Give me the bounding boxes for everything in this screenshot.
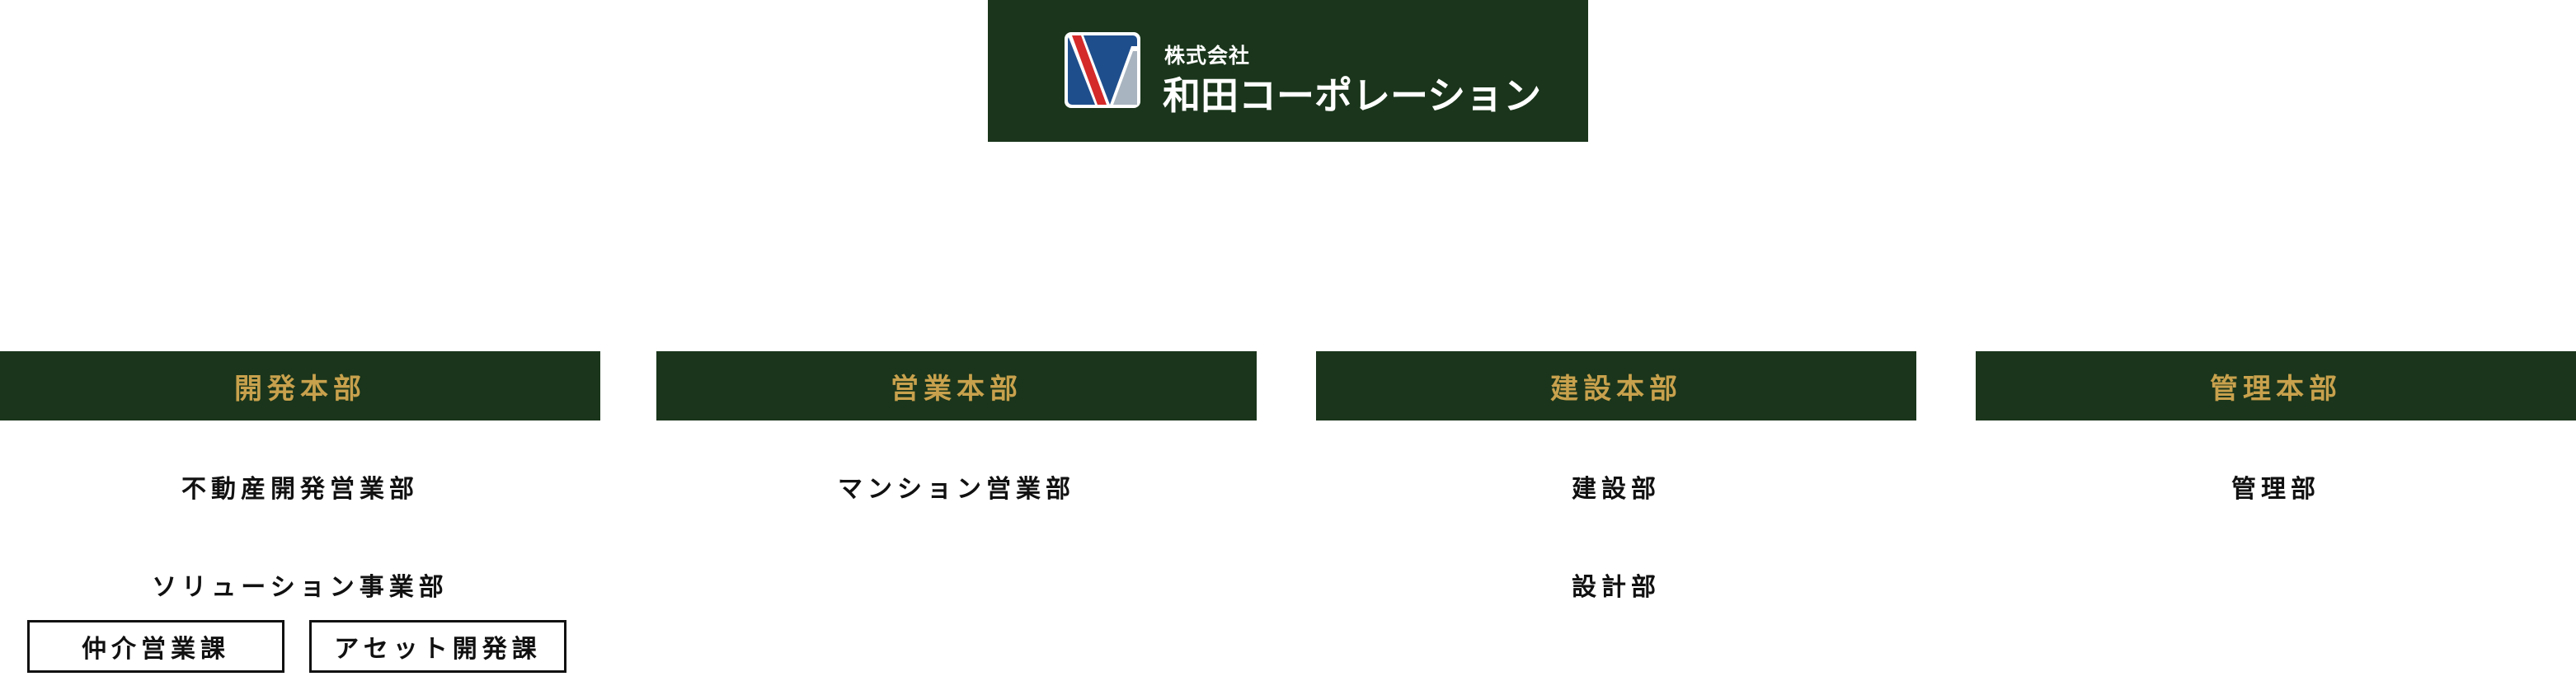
section-asset-development: アセット開発課 [309, 620, 566, 673]
dept-solution-business: ソリューション事業部 [152, 573, 449, 602]
dept-construction: 建設部 [1572, 475, 1661, 504]
hq-management-header: 管理本部 [1976, 351, 2576, 420]
dept-design: 設計部 [1572, 573, 1661, 602]
section-brokerage-sales: 仲介営業課 [27, 620, 284, 673]
dept-condominium-sales: マンション営業部 [838, 475, 1075, 504]
logo-company-name: 和田コーポレーション [1163, 73, 1542, 118]
dept-administration: 管理部 [2231, 475, 2320, 504]
dept-real-estate-development-sales: 不動産開発営業部 [181, 475, 419, 504]
company-logo: 株式会社 和田コーポレーション [988, 0, 1588, 142]
hq-sales-header: 営業本部 [656, 351, 1257, 420]
hq-development-header: 開発本部 [0, 351, 600, 420]
logo-company-type: 株式会社 [1164, 44, 1251, 68]
wada-logo-icon [1065, 32, 1140, 108]
hq-construction-header: 建設本部 [1316, 351, 1916, 420]
